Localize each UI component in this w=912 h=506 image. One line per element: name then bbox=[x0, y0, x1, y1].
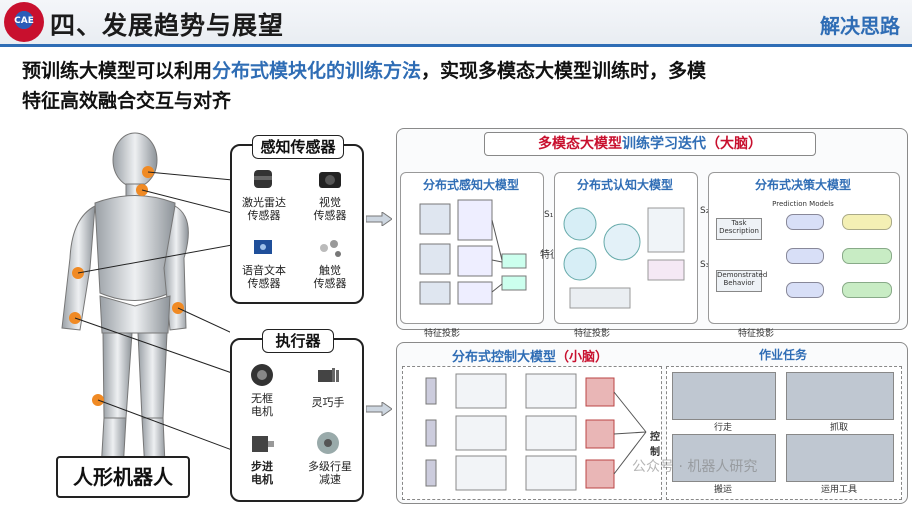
demonstrated-behavior: Demonstrated Behavior bbox=[716, 270, 767, 292]
feature-experience-node bbox=[842, 248, 892, 264]
actuator-label-hand: 灵巧手 bbox=[311, 396, 345, 409]
tactile-icon bbox=[320, 240, 341, 257]
feature-proj-3: 特征投影 bbox=[738, 329, 775, 339]
stepper-motor-icon bbox=[252, 436, 274, 452]
task-image-walk bbox=[672, 372, 776, 420]
task-description: Task Description bbox=[716, 218, 762, 240]
sensor-label-audio: 语音文本 传感器 bbox=[242, 264, 286, 290]
iteration-title-c: （大脑） bbox=[706, 136, 762, 152]
cognition-graph-diagram bbox=[563, 207, 685, 309]
frameless-motor-icon bbox=[251, 364, 273, 386]
watermark: 公众号 · 机器人研究 bbox=[632, 459, 758, 475]
prediction-node bbox=[786, 248, 824, 264]
cognition-title: 分布式认知大模型 bbox=[576, 178, 673, 192]
feature-proj-1: 特征投影 bbox=[424, 329, 461, 339]
actuator-box bbox=[230, 338, 364, 502]
header-divider bbox=[0, 44, 912, 47]
s1-label: S₁ bbox=[544, 210, 554, 220]
arrow-right-icon bbox=[366, 212, 392, 226]
control-title-b: （小脑） bbox=[556, 350, 609, 365]
actuator-label-planetary: 多级行星 减速 bbox=[308, 460, 352, 486]
task-label-tool: 运用工具 bbox=[820, 485, 857, 495]
lidar-icon bbox=[254, 170, 272, 188]
perception-title: 分布式感知大模型 bbox=[422, 178, 519, 192]
feature-proj-2: 特征投影 bbox=[574, 329, 611, 339]
sensor-label-vision: 视觉 传感器 bbox=[313, 196, 347, 222]
sensor-box-title: 感知传感器 bbox=[252, 135, 344, 159]
header-bar bbox=[0, 0, 912, 44]
task-image-tool bbox=[786, 434, 894, 482]
logo-text: CAE bbox=[14, 16, 34, 26]
section-tag: 解决思路 bbox=[820, 14, 900, 38]
task-image-carry bbox=[672, 434, 776, 482]
sensor-label-tactile: 触觉 传感器 bbox=[313, 264, 347, 290]
perception-network-diagram bbox=[419, 199, 527, 305]
feature-experience-node bbox=[842, 282, 892, 298]
actuator-box-title: 执行器 bbox=[262, 329, 334, 353]
prediction-models: Prediction Models bbox=[772, 200, 834, 208]
decision-title: 分布式决策大模型 bbox=[754, 178, 851, 192]
arrow-right-icon bbox=[366, 402, 392, 416]
s3-label: S₃ bbox=[700, 260, 710, 270]
cae-logo: CAE bbox=[4, 2, 44, 42]
iteration-title: 多模态大模型训练学习迭代（大脑） bbox=[484, 132, 816, 156]
task-label-carry: 搬运 bbox=[713, 485, 732, 495]
actuator-label-frameless: 无框 电机 bbox=[251, 392, 273, 418]
page-title: 四、发展趋势与展望 bbox=[50, 11, 285, 40]
feature-label: 特征 bbox=[540, 250, 560, 261]
feature-experience-node bbox=[842, 214, 892, 230]
iteration-title-a: 多模态大模型 bbox=[538, 136, 622, 152]
sensor-box bbox=[230, 144, 364, 304]
sensor-label-lidar: 激光雷达 传感器 bbox=[242, 196, 286, 222]
robot-label: 人形机器人 bbox=[56, 456, 190, 498]
control-title-a: 分布式控制大模型 bbox=[451, 350, 556, 365]
dexterous-hand-icon bbox=[318, 368, 339, 382]
humanoid-robot-image bbox=[61, 132, 230, 498]
intro-highlight: 分布式模块化的训练方法 bbox=[212, 60, 422, 82]
planetary-gear-icon bbox=[317, 432, 339, 454]
intro-line2: 特征高效融合交互与对齐 bbox=[22, 90, 232, 112]
intro-part1: 预训练大模型可以利用 bbox=[22, 60, 213, 82]
microphone-icon bbox=[254, 240, 272, 254]
task-label-walk: 行走 bbox=[713, 423, 732, 433]
control-label: 控制 bbox=[650, 432, 660, 458]
tasks-title: 作业任务 bbox=[758, 348, 807, 362]
intro-part2: ，实现多模态大模型训练时，多模 bbox=[421, 60, 707, 82]
actuator-label-stepper: 步进 电机 bbox=[251, 460, 273, 486]
intro-text: 预训练大模型可以利用分布式模块化的训练方法，实现多模态大模型训练时，多模 特征高… bbox=[22, 56, 902, 116]
control-title: 分布式控制大模型（小脑） bbox=[400, 346, 660, 365]
prediction-node bbox=[786, 214, 824, 230]
task-label-grasp: 抓取 bbox=[829, 423, 848, 433]
camera-icon bbox=[319, 172, 341, 188]
iteration-title-b: 训练学习迭代 bbox=[622, 136, 706, 152]
s2-label: S₂ bbox=[700, 206, 710, 216]
task-image-grasp bbox=[786, 372, 894, 420]
prediction-node bbox=[786, 282, 824, 298]
control-network-diagram bbox=[425, 373, 647, 491]
